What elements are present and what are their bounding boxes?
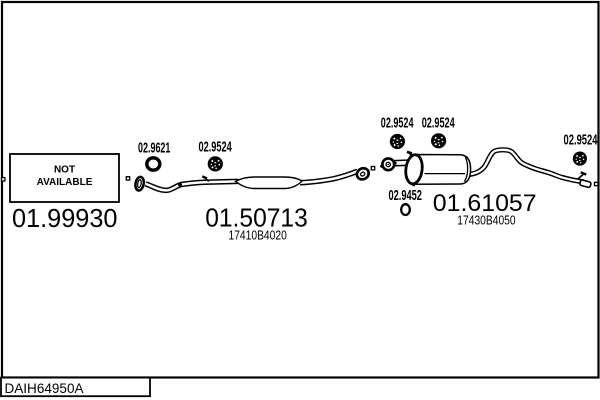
- svg-text:02.9621: 02.9621: [138, 140, 170, 157]
- svg-text:17410B4020: 17410B4020: [229, 228, 287, 243]
- svg-text:17430B4050: 17430B4050: [457, 212, 515, 227]
- svg-text:NOT: NOT: [54, 165, 75, 176]
- svg-text:01.50713: 01.50713: [205, 205, 308, 233]
- svg-text:01.99930: 01.99930: [12, 205, 118, 233]
- svg-text:AVAILABLE: AVAILABLE: [37, 177, 93, 188]
- svg-text:02.9524: 02.9524: [381, 115, 414, 132]
- svg-text:02.9452: 02.9452: [389, 187, 422, 204]
- svg-text:DAIH64950A: DAIH64950A: [5, 380, 85, 396]
- svg-text:01.61057: 01.61057: [433, 190, 537, 217]
- svg-text:02.9524: 02.9524: [564, 132, 598, 149]
- svg-text:02.9524: 02.9524: [422, 115, 455, 132]
- svg-text:02.9524: 02.9524: [199, 138, 233, 155]
